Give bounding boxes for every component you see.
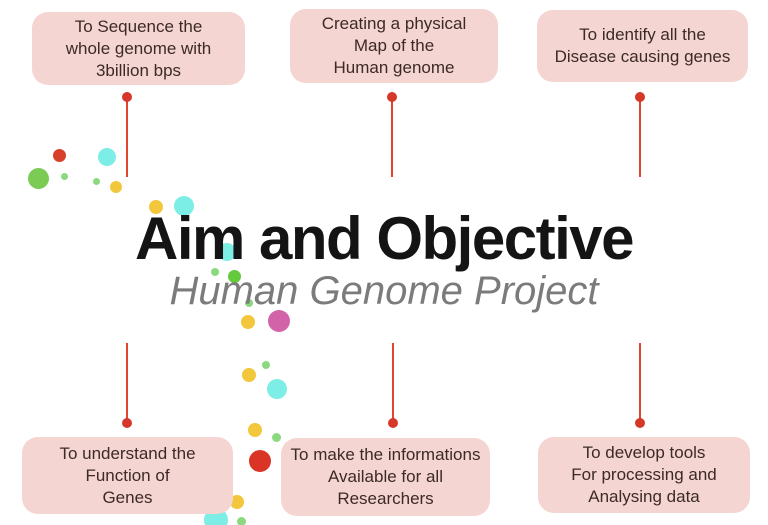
- connector-endpoint-dot: [388, 418, 398, 428]
- objective-text-line: Human genome: [333, 58, 455, 77]
- objective-text-line: Genes: [102, 487, 153, 507]
- connector-endpoint-dot: [122, 418, 132, 428]
- objective-text-line: For processing and: [571, 465, 717, 484]
- connector-endpoint-dot: [122, 92, 132, 102]
- objective-text-line: To develop tools: [582, 443, 706, 462]
- objective-box-physical-map: Creating a physical Map of the Human gen…: [290, 9, 498, 83]
- objective-box-sequence-genome: To Sequence the whole genome with 3billi…: [32, 12, 245, 85]
- decor-dot: [245, 299, 253, 307]
- objective-text-line: To understand the: [59, 443, 196, 463]
- decor-dot: [242, 368, 256, 382]
- decor-dot: [236, 516, 246, 525]
- objective-text-line: whole genome with: [65, 38, 212, 58]
- objective-text-line: Function of: [85, 465, 170, 485]
- decor-dot: [98, 148, 116, 166]
- decor-dot: [248, 423, 262, 437]
- page-subtitle: Human Genome Project: [169, 269, 599, 313]
- decor-dot: [267, 379, 287, 399]
- decor-dot: [218, 243, 236, 261]
- objective-text-line: To make the informations: [290, 445, 481, 464]
- decor-dot: [262, 361, 270, 369]
- decor-dot: [211, 268, 219, 276]
- objective-text-line: To identify all the: [579, 25, 706, 44]
- objective-box-identify-disease-genes: To identify all the Disease causing gene…: [537, 10, 748, 82]
- decor-dot: [60, 172, 68, 180]
- decor-dot: [149, 200, 163, 214]
- objective-text-line: Map of the: [353, 36, 435, 55]
- connector-line: [639, 343, 641, 419]
- connector-endpoint-dot: [635, 92, 645, 102]
- decor-dot: [174, 196, 194, 216]
- objective-text-line: Available for all: [328, 467, 443, 486]
- connector-line: [126, 101, 128, 177]
- decor-dot: [110, 181, 122, 193]
- connector-line: [639, 101, 641, 177]
- objective-text-line: Researchers: [337, 489, 434, 508]
- decor-dot: [271, 432, 281, 442]
- connector-endpoint-dot: [387, 92, 397, 102]
- connector-endpoint-dot: [635, 418, 645, 428]
- objective-text-line: Creating a physical: [321, 14, 467, 33]
- objective-text-line: Disease causing genes: [554, 47, 731, 66]
- objective-text-line: Analysing data: [588, 487, 700, 506]
- page-title: Aim and Objective: [135, 205, 634, 272]
- objective-box-develop-tools: To develop tools For processing and Anal…: [538, 437, 750, 513]
- decor-dot: [249, 450, 271, 472]
- decor-dot: [268, 310, 290, 332]
- connector-line: [391, 101, 393, 177]
- decor-dot: [241, 315, 255, 329]
- objective-text-line: 3billion bps: [95, 60, 182, 80]
- decor-dot: [230, 495, 244, 509]
- objective-box-understand-gene-function: To understand the Function of Genes: [22, 437, 233, 514]
- objective-box-share-information: To make the informations Available for a…: [281, 438, 490, 516]
- decor-dot: [52, 148, 66, 162]
- connector-line: [392, 343, 394, 419]
- decor-dot: [92, 177, 100, 185]
- connector-line: [126, 343, 128, 419]
- objective-text-line: To Sequence the: [74, 16, 203, 36]
- decor-dot: [27, 167, 49, 189]
- decor-dot: [227, 269, 241, 283]
